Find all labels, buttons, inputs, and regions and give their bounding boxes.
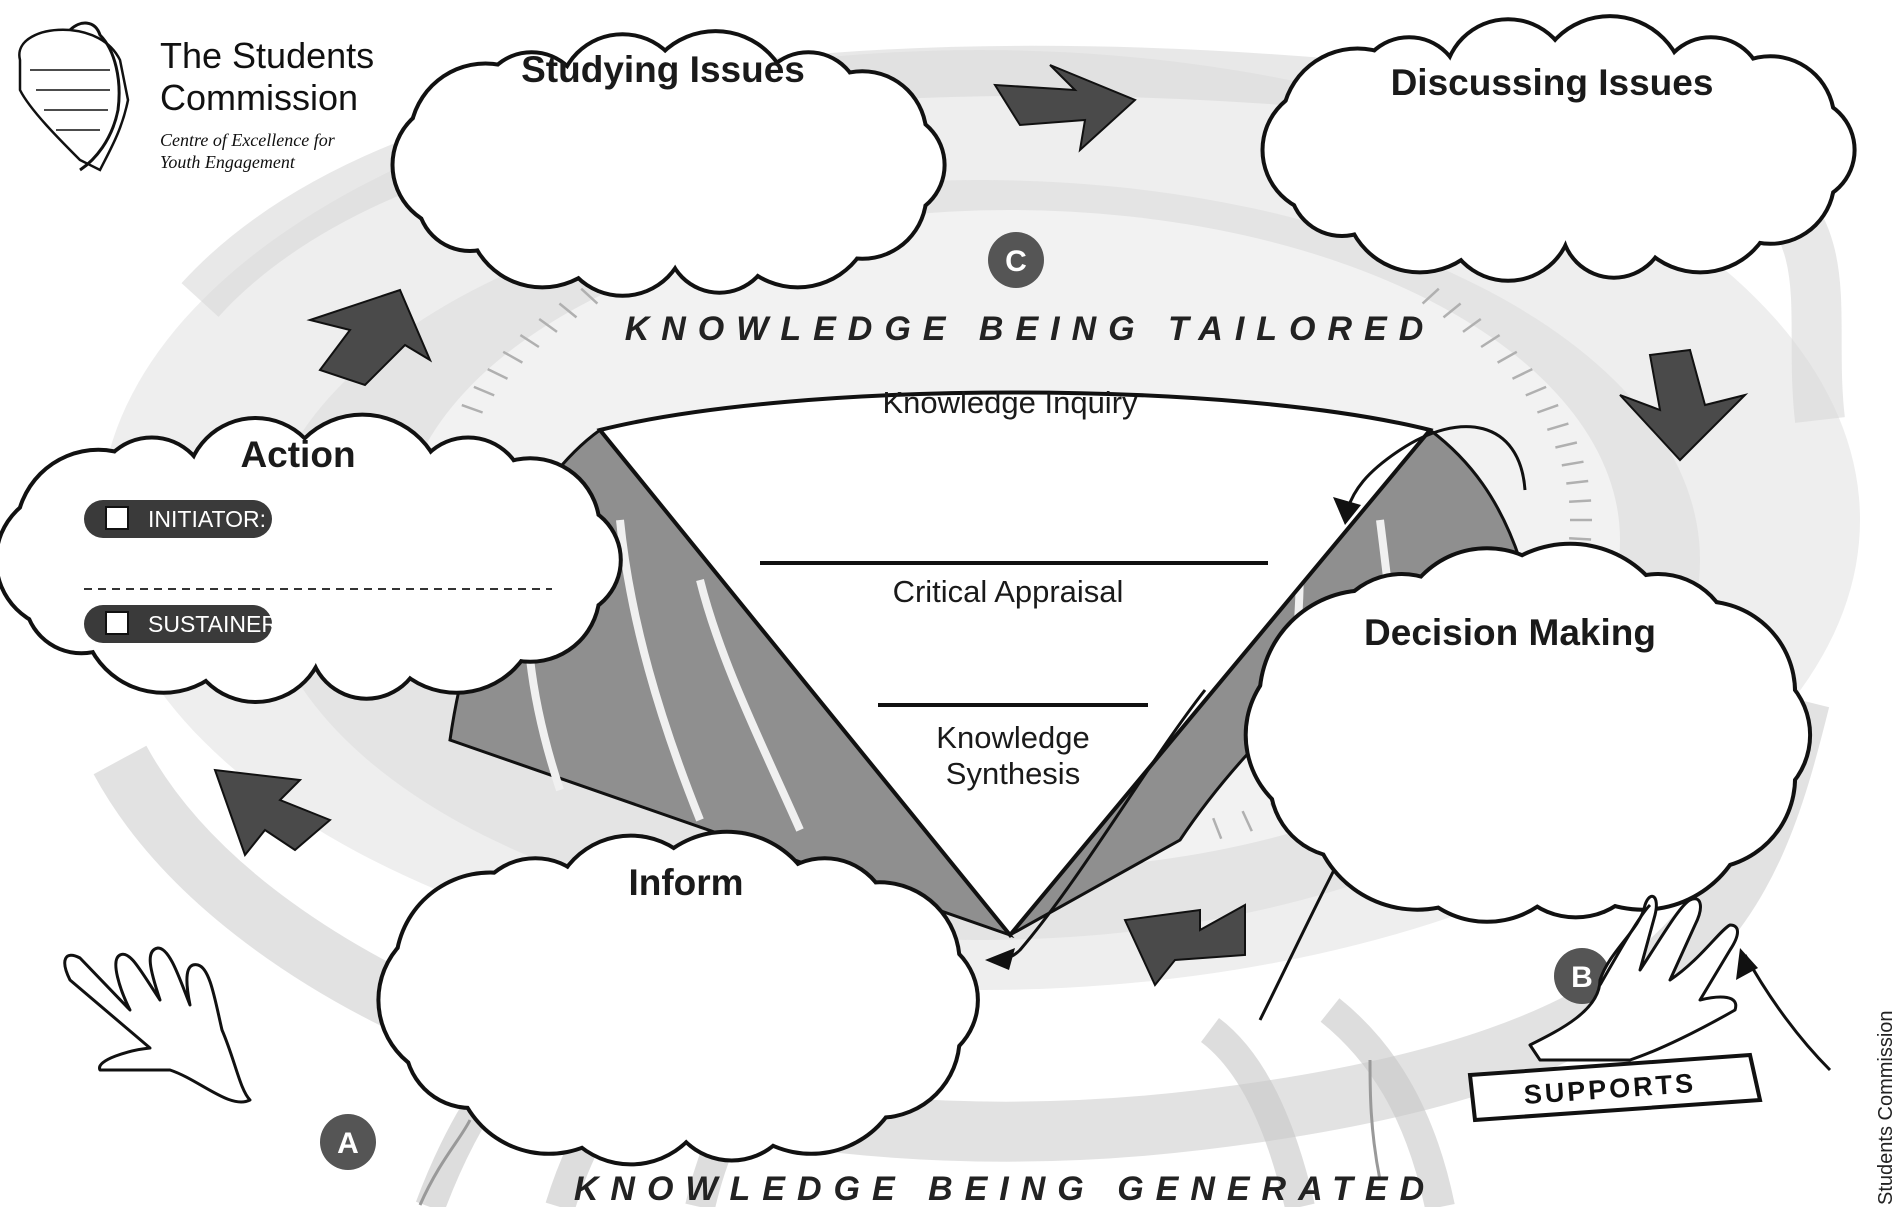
cloud-studying-issues — [390, 29, 947, 298]
ring-tick — [1511, 367, 1533, 380]
ring-tick — [558, 302, 578, 319]
layer-knowledge-synthesis-line2: Synthesis — [946, 756, 1080, 791]
hand-icon-left — [63, 946, 252, 1104]
logo-subtitle-line1: Centre of Excellence for — [160, 130, 336, 150]
arrow-right-icon — [993, 64, 1137, 153]
cloud-title-decision: Decision Making — [1364, 612, 1656, 653]
logo-subtitle-line2: Youth Engagement — [160, 152, 296, 172]
svg-text:C: C — [1005, 245, 1027, 278]
ring-tick — [519, 334, 540, 349]
layer-knowledge-inquiry: Knowledge Inquiry — [882, 385, 1138, 420]
logo-emblem-icon — [18, 21, 130, 172]
ring-tick — [1569, 537, 1592, 541]
initiator-label: INITIATOR: — [148, 506, 266, 532]
ring-tick — [1462, 317, 1482, 333]
layer-critical-appraisal: Critical Appraisal — [893, 574, 1124, 609]
ring-tick — [1546, 422, 1569, 431]
ring-tick — [1566, 479, 1589, 485]
badge-b: B — [1554, 948, 1610, 1004]
cloud-decision-making — [1243, 541, 1813, 924]
logo-title-line1: The Students — [160, 35, 374, 76]
band-knowledge-being-tailored: KNOWLEDGE BEING TAILORED — [625, 310, 1436, 348]
cloud-title-inform: Inform — [628, 862, 743, 903]
arrow-down-left-icon — [213, 768, 332, 858]
ring-tick — [1241, 810, 1253, 832]
ring-tick — [1569, 499, 1592, 503]
supports-banner: SUPPORTS — [1467, 1052, 1763, 1123]
students-commission-logo: The Students Commission Centre of Excell… — [18, 21, 374, 172]
ring-tick — [1525, 385, 1547, 397]
initiator-option[interactable]: INITIATOR: — [84, 500, 272, 538]
ring-tick — [1480, 334, 1501, 349]
ring-tick — [1536, 403, 1559, 414]
ring-tick — [473, 385, 495, 397]
ring-tick — [538, 317, 558, 333]
ring-tick — [1561, 460, 1584, 467]
credit-text: Students Commission — [1875, 1010, 1897, 1205]
clouds — [0, 14, 1857, 1167]
band-knowledge-being-generated: KNOWLEDGE BEING GENERATED — [574, 1170, 1436, 1207]
ring-tick — [502, 350, 524, 364]
ring-tick — [1555, 441, 1578, 449]
arrow-up-icon — [306, 288, 433, 387]
cloud-inform — [376, 829, 980, 1167]
svg-text:A: A — [337, 1127, 359, 1160]
ring-tick — [1212, 817, 1223, 840]
logo-title-line2: Commission — [160, 77, 358, 118]
ring-tick — [461, 403, 484, 414]
svg-text:B: B — [1571, 961, 1593, 994]
ring-tick — [1421, 287, 1440, 305]
cloud-action — [0, 412, 623, 704]
cloud-title-action: Action — [240, 434, 355, 475]
initiator-checkbox[interactable] — [105, 506, 129, 530]
arrow-left-icon — [1123, 903, 1246, 987]
ring-tick — [1442, 302, 1462, 319]
sustainer-option[interactable]: SUSTAINER: — [84, 605, 284, 643]
sustainer-label: SUSTAINER: — [148, 611, 284, 637]
cloud-title-studying: Studying Issues — [521, 49, 805, 90]
arrow-down-icon — [1619, 348, 1749, 462]
cycle-arrows — [213, 64, 1749, 987]
hand-icon-right — [1528, 894, 1739, 1062]
ring-tick — [1496, 350, 1518, 364]
layer-knowledge-synthesis-line1: Knowledge — [936, 720, 1089, 755]
sustainer-checkbox[interactable] — [105, 611, 129, 635]
badge-a: A — [320, 1114, 376, 1170]
cloud-title-discussing: Discussing Issues — [1391, 62, 1714, 103]
flow-line-arrowheads — [985, 497, 1758, 980]
ring-tick — [580, 287, 599, 305]
ring-tick — [487, 367, 509, 380]
cloud-discussing-issues — [1260, 14, 1857, 283]
badge-c: C — [988, 232, 1044, 288]
